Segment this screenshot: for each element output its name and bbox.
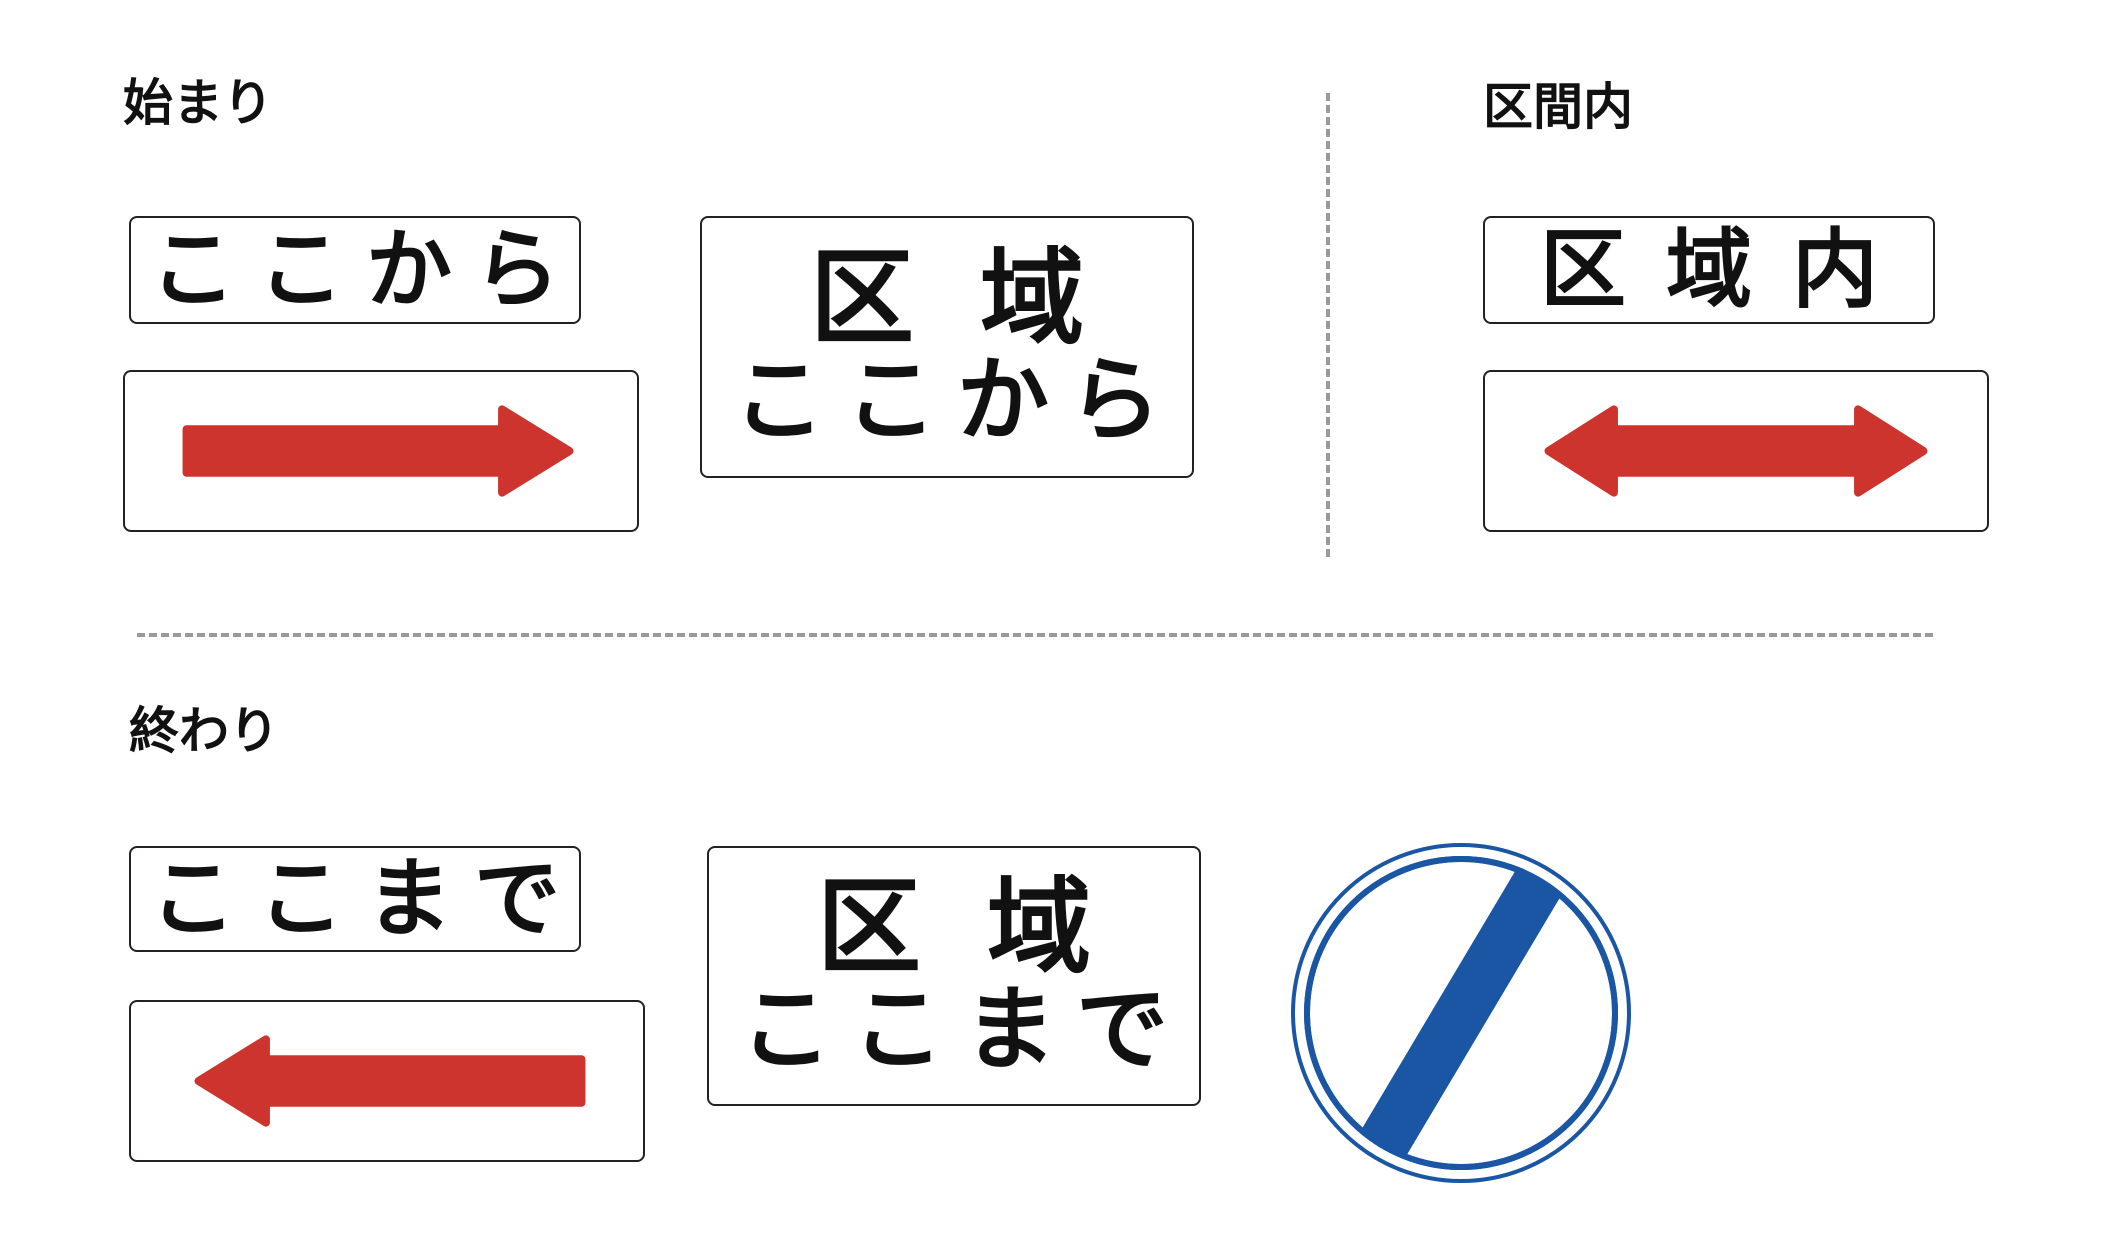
sign-zone-arrow	[1483, 370, 1989, 532]
sign-start-area-line2: ここから	[732, 347, 1181, 455]
horizontal-divider	[137, 633, 1933, 637]
heading-start: 始まり	[123, 74, 273, 132]
heading-zone: 区間内	[1483, 78, 1633, 136]
heading-end: 終わり	[129, 702, 279, 760]
sign-zone-text: 区域内	[1483, 216, 1935, 324]
arrow-right-icon	[182, 405, 574, 497]
sign-end-area-line1: 区域	[816, 866, 1157, 989]
sign-end-area-line2: ここまで	[739, 976, 1188, 1084]
sign-end-area: 区域 ここまで	[707, 846, 1201, 1106]
sign-start-label: ここから	[150, 220, 581, 320]
sign-start-text: ここから	[129, 216, 581, 324]
sign-start-area-line1: 区域	[809, 237, 1150, 360]
sign-diagonal-bar	[1341, 859, 1581, 1167]
sign-zone-label: 区域内	[1540, 220, 1918, 320]
vertical-divider	[1326, 93, 1330, 557]
sign-start-area: 区域 ここから	[700, 216, 1194, 478]
sign-start-arrow	[123, 370, 639, 532]
end-of-regulation-sign	[1291, 843, 1631, 1183]
arrow-left-icon	[194, 1035, 586, 1127]
sign-end-arrow	[129, 1000, 645, 1162]
sign-end-label: ここまで	[150, 849, 581, 949]
arrow-both-icon	[1544, 405, 1928, 497]
sign-end-text: ここまで	[129, 846, 581, 952]
